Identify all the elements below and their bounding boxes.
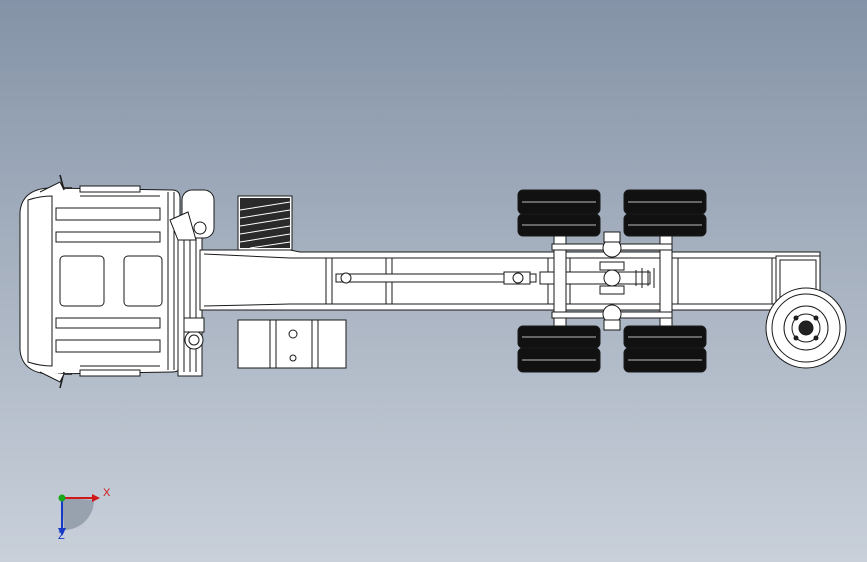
axis-triad: [58, 494, 100, 536]
driveshaft[interactable]: [335, 261, 655, 295]
x-axis-label: X: [103, 487, 111, 499]
tandem-rear-wheels[interactable]: [517, 189, 707, 373]
z-axis-label: Z: [58, 530, 65, 542]
spare-wheel[interactable]: [765, 287, 847, 369]
cab[interactable]: [19, 174, 181, 389]
radiator-grille[interactable]: [237, 195, 293, 251]
air-filter[interactable]: [169, 189, 215, 241]
engine-bay[interactable]: [169, 189, 215, 377]
fuel-tank[interactable]: [237, 319, 347, 369]
rear-axles[interactable]: [551, 231, 673, 331]
